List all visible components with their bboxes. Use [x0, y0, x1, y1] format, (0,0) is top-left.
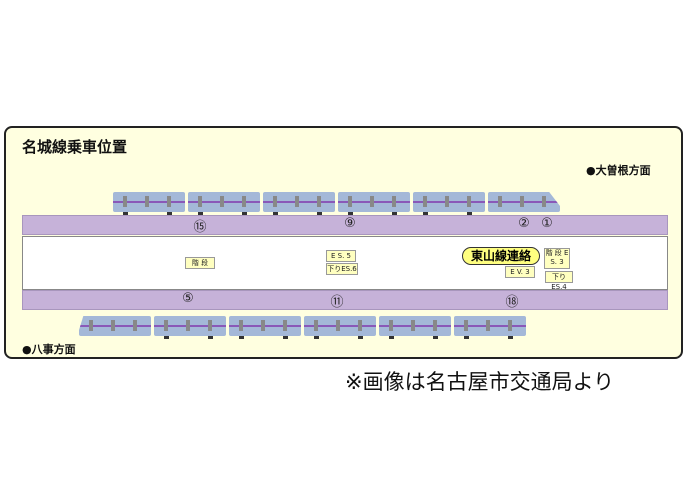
door-icon — [133, 320, 137, 331]
door-icon — [295, 196, 299, 207]
door-icon — [336, 320, 340, 331]
higashiyama-transfer-badge: 東山線連絡 — [462, 247, 540, 265]
track-band-upper — [22, 215, 668, 235]
door-icon — [239, 320, 243, 331]
door-icon — [445, 196, 449, 207]
door-icon — [89, 320, 93, 331]
wheel-icon — [198, 212, 203, 215]
wheel-icon — [273, 212, 278, 215]
door-icon — [464, 320, 468, 331]
door-icon — [498, 196, 502, 207]
wheel-icon — [314, 336, 319, 339]
escalator-6-label: 下りES.6 — [326, 263, 358, 275]
door-icon — [167, 196, 171, 207]
wheel-icon — [392, 212, 397, 215]
door-icon — [145, 196, 149, 207]
door-icon — [111, 320, 115, 331]
car-number: ② — [518, 216, 530, 231]
door-icon — [208, 320, 212, 331]
door-icon — [370, 196, 374, 207]
train-car — [488, 192, 560, 212]
door-icon — [186, 320, 190, 331]
train-car — [154, 316, 226, 339]
track-band-lower — [22, 290, 668, 310]
door-icon — [392, 196, 396, 207]
direction-ozone: ●大曽根方面 — [586, 164, 651, 177]
car-number: ⑪ — [330, 295, 344, 310]
door-icon — [358, 320, 362, 331]
train-car — [229, 316, 301, 339]
wheel-icon — [123, 212, 128, 215]
wheel-icon — [508, 336, 513, 339]
wheel-icon — [239, 336, 244, 339]
stairs-label: 階 段 — [185, 257, 215, 269]
door-icon — [314, 320, 318, 331]
door-icon — [164, 320, 168, 331]
door-icon — [123, 196, 127, 207]
direction-yagoto: ●八事方面 — [22, 343, 76, 356]
wheel-icon — [389, 336, 394, 339]
train-car — [413, 192, 485, 215]
door-icon — [389, 320, 393, 331]
page-title: 名城線乗車位置 — [22, 138, 128, 156]
door-icon — [261, 320, 265, 331]
door-icon — [317, 196, 321, 207]
train-car — [188, 192, 260, 215]
car-number: ⑨ — [344, 216, 356, 231]
wheel-icon — [464, 336, 469, 339]
stairs-escalator-3-label: 階 段 E S. 3 — [544, 248, 570, 269]
train-car — [338, 192, 410, 215]
escalator-5-label: E S. 5 — [326, 250, 356, 262]
door-icon — [542, 196, 546, 207]
train-car — [304, 316, 376, 339]
door-icon — [508, 320, 512, 331]
door-icon — [283, 320, 287, 331]
door-icon — [348, 196, 352, 207]
wheel-icon — [242, 212, 247, 215]
wheel-icon — [358, 336, 363, 339]
wheel-icon — [167, 212, 172, 215]
door-icon — [423, 196, 427, 207]
train-car — [113, 192, 185, 215]
wheel-icon — [423, 212, 428, 215]
door-icon — [198, 196, 202, 207]
train-car — [379, 316, 451, 339]
door-icon — [273, 196, 277, 207]
wheel-icon — [467, 212, 472, 215]
door-icon — [520, 196, 524, 207]
door-icon — [411, 320, 415, 331]
wheel-icon — [208, 336, 213, 339]
car-number: ⑤ — [182, 291, 194, 306]
door-icon — [433, 320, 437, 331]
escalator-4-label: 下りES.4 — [545, 271, 573, 291]
door-icon — [467, 196, 471, 207]
door-icon — [486, 320, 490, 331]
wheel-icon — [433, 336, 438, 339]
door-icon — [242, 196, 246, 207]
car-number: ⑮ — [193, 220, 207, 235]
source-caption: ※画像は名古屋市交通局より — [345, 370, 615, 394]
wheel-icon — [164, 336, 169, 339]
car-number: ⑱ — [505, 295, 519, 310]
train-car — [79, 316, 151, 336]
wheel-icon — [317, 212, 322, 215]
train-car — [454, 316, 526, 339]
door-icon — [220, 196, 224, 207]
wheel-icon — [348, 212, 353, 215]
car-number: ① — [541, 216, 553, 231]
train-car — [263, 192, 335, 215]
elevator-3-label: E V. 3 — [505, 266, 535, 278]
wheel-icon — [283, 336, 288, 339]
